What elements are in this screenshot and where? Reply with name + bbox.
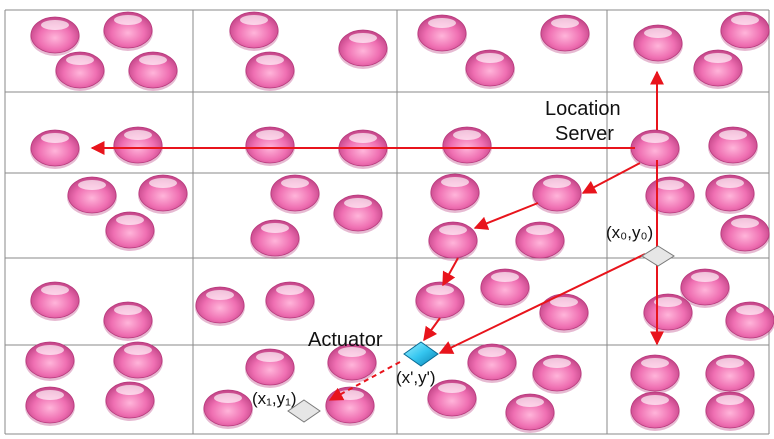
sensor-node-pink-sphere-icon bbox=[515, 221, 565, 261]
sensor-node-pink-sphere-icon bbox=[633, 24, 683, 64]
actuator-label: Actuator bbox=[308, 329, 383, 351]
sensor-node-pink-sphere-icon bbox=[105, 211, 155, 251]
sensor-node-pink-sphere-icon bbox=[708, 126, 758, 166]
sensor-node-pink-sphere-icon bbox=[532, 354, 582, 394]
sensor-node-pink-sphere-icon bbox=[645, 176, 695, 216]
sensor-node-pink-sphere-icon bbox=[103, 11, 153, 51]
sensor-node-pink-sphere-icon bbox=[250, 219, 300, 259]
arrow-hop1-hop2 bbox=[473, 202, 539, 230]
arrow-actuator-to-next-dashed bbox=[328, 361, 401, 401]
sensor-node-pink-sphere-icon bbox=[325, 386, 375, 426]
sensor-node-pink-sphere-icon bbox=[430, 173, 480, 213]
sensor-node-pink-sphere-icon bbox=[113, 126, 163, 166]
sensor-nodes bbox=[25, 11, 774, 433]
sensor-node-pink-sphere-icon bbox=[30, 16, 80, 56]
sensor-node-pink-sphere-icon bbox=[333, 194, 383, 234]
sensor-node-pink-sphere-icon bbox=[25, 341, 75, 381]
sensor-node-pink-sphere-icon bbox=[725, 301, 774, 341]
sensor-node-pink-sphere-icon bbox=[245, 348, 295, 388]
sensor-node-pink-sphere-icon bbox=[138, 174, 188, 214]
sensor-node-pink-sphere-icon bbox=[55, 51, 105, 91]
sensor-node-pink-sphere-icon bbox=[467, 343, 517, 383]
sensor-node-pink-sphere-icon bbox=[415, 281, 465, 321]
current-position-label: (x',y') bbox=[396, 368, 436, 387]
sensor-node-pink-sphere-icon bbox=[25, 386, 75, 426]
sensor-node-pink-sphere-icon bbox=[442, 126, 492, 166]
grid-lines bbox=[4, 9, 770, 435]
sensor-node-pink-sphere-icon bbox=[630, 129, 680, 169]
actuator-diamond-icon bbox=[403, 341, 439, 367]
sensor-node-pink-sphere-icon bbox=[428, 221, 478, 261]
sensor-node-pink-sphere-icon bbox=[417, 14, 467, 54]
next-position-label: (x₁,y₁) bbox=[252, 389, 297, 408]
sensor-node-pink-sphere-icon bbox=[327, 343, 377, 383]
sensor-node-pink-sphere-icon bbox=[630, 354, 680, 394]
target-position-marker bbox=[641, 245, 675, 267]
sensor-node-pink-sphere-icon bbox=[265, 281, 315, 321]
sensor-node-pink-sphere-icon bbox=[30, 129, 80, 169]
sensor-node-pink-sphere-icon bbox=[338, 29, 388, 69]
sensor-node-pink-sphere-icon bbox=[203, 389, 253, 429]
sensor-node-pink-sphere-icon bbox=[480, 268, 530, 308]
sensor-node-pink-sphere-icon bbox=[539, 293, 589, 333]
arrow-target-to-actuator bbox=[438, 253, 646, 354]
sensor-node-pink-sphere-icon bbox=[105, 381, 155, 421]
sensor-node-pink-sphere-icon bbox=[532, 174, 582, 214]
diagram-labels: Location Server Actuator (x₀,y₀) (x',y')… bbox=[252, 98, 653, 408]
sensor-node-pink-sphere-icon bbox=[245, 51, 295, 91]
sensor-node-pink-sphere-icon bbox=[720, 214, 770, 254]
arrow-hop3-actuator bbox=[423, 317, 441, 342]
sensor-node-pink-sphere-icon bbox=[680, 268, 730, 308]
sensor-node-pink-sphere-icon bbox=[705, 174, 755, 214]
sensor-node-pink-sphere-icon bbox=[270, 174, 320, 214]
sensor-node-pink-sphere-icon bbox=[128, 51, 178, 91]
sensor-node-pink-sphere-icon bbox=[427, 379, 477, 419]
position-markers bbox=[287, 245, 675, 423]
sensor-node-pink-sphere-icon bbox=[195, 286, 245, 326]
sensor-node-pink-sphere-icon bbox=[245, 126, 295, 166]
target-position-label: (x₀,y₀) bbox=[606, 223, 653, 242]
sensor-node-pink-sphere-icon bbox=[630, 391, 680, 431]
arrow-server-hop1 bbox=[581, 162, 641, 194]
sensor-node-pink-sphere-icon bbox=[720, 11, 770, 51]
sensor-node-pink-sphere-icon bbox=[229, 11, 279, 51]
sensor-node-pink-sphere-icon bbox=[705, 391, 755, 431]
sensor-node-pink-sphere-icon bbox=[540, 14, 590, 54]
sensor-node-pink-sphere-icon bbox=[103, 301, 153, 341]
location-server-label-line1: Location bbox=[545, 98, 621, 120]
arrow-hop2-hop3 bbox=[442, 257, 459, 287]
sensor-node-pink-sphere-icon bbox=[113, 341, 163, 381]
sensor-node-pink-sphere-icon bbox=[505, 393, 555, 433]
sensor-node-pink-sphere-icon bbox=[67, 176, 117, 216]
sensor-node-pink-sphere-icon bbox=[30, 281, 80, 321]
next-position-marker bbox=[287, 399, 321, 423]
sensor-node-pink-sphere-icon bbox=[643, 293, 693, 333]
sensor-node-pink-sphere-icon bbox=[705, 354, 755, 394]
sensor-node-pink-sphere-icon bbox=[693, 49, 743, 89]
sensor-node-pink-sphere-icon bbox=[338, 129, 388, 169]
location-server-label-line2: Server bbox=[555, 123, 614, 145]
sensor-node-pink-sphere-icon bbox=[465, 49, 515, 89]
